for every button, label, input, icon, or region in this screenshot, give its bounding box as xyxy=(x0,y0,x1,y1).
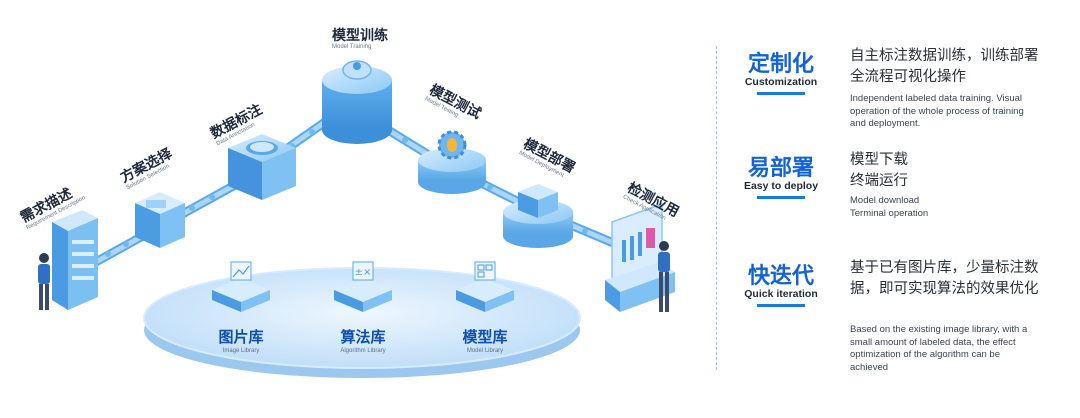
feature-subtitle: Quick iteration xyxy=(744,288,818,300)
feature-description: 模型下载 终端运行 xyxy=(850,152,908,189)
requirement-rack xyxy=(52,210,98,310)
feature-subtitle: Easy to deploy xyxy=(743,180,819,192)
library-label-model: 模型库 Model Library xyxy=(440,326,530,354)
feature-title: 易部署 xyxy=(747,156,814,181)
feature-description-en: Independent labeled data training. Visua… xyxy=(850,93,1024,129)
stage-label-training: 模型训练 Model Training xyxy=(332,28,388,50)
deployment-cylinder xyxy=(503,184,573,248)
feature-description: 自主标注数据训练，训练部署全流程可视化操作 xyxy=(850,48,1039,85)
solution-machine xyxy=(135,192,185,248)
stage-subtitle: Model Training xyxy=(332,44,372,50)
annotation-machine xyxy=(228,134,296,200)
testing-cylinder xyxy=(418,130,486,194)
training-cylinder xyxy=(322,60,392,144)
person-icon xyxy=(38,253,50,310)
stage-title: 模型训练 xyxy=(332,27,388,43)
library-title: 算法库 xyxy=(340,329,386,346)
feature-panel: 定制化 Customization 自主标注数据训练，训练部署全流程可视化操作 … xyxy=(716,46,1080,376)
feature-title: 定制化 xyxy=(747,52,814,77)
model-library-icon xyxy=(456,261,514,312)
library-subtitle: Image Library xyxy=(222,348,260,354)
operator-icon xyxy=(658,241,670,312)
panel-divider xyxy=(716,46,717,370)
library-label-algorithm: 算法库 Algorithm Library xyxy=(318,326,408,354)
library-title: 模型库 xyxy=(462,329,508,346)
image-library-icon xyxy=(212,261,270,312)
feature-underline xyxy=(757,196,805,199)
feature-description-en: Based on the existing image library, wit… xyxy=(850,324,1028,373)
library-label-image: 图片库 Image Library xyxy=(196,326,286,354)
library-blocks: ±× xyxy=(212,261,514,312)
feature-title: 快迭代 xyxy=(747,264,814,289)
library-subtitle: Model Library xyxy=(466,348,504,354)
library-subtitle: Algorithm Library xyxy=(340,348,386,354)
algorithm-library-icon: ±× xyxy=(334,261,392,312)
library-title: 图片库 xyxy=(218,329,264,346)
feature-description-en: Model download Terminal operation xyxy=(850,195,929,219)
feature-subtitle: Customization xyxy=(744,76,818,88)
svg-text:±×: ±× xyxy=(355,267,372,278)
feature-description: 基于已有图片库，少量标注数据，即可实现算法的效果优化 xyxy=(850,260,1039,297)
feature-underline xyxy=(757,304,805,307)
feature-underline xyxy=(757,92,805,95)
